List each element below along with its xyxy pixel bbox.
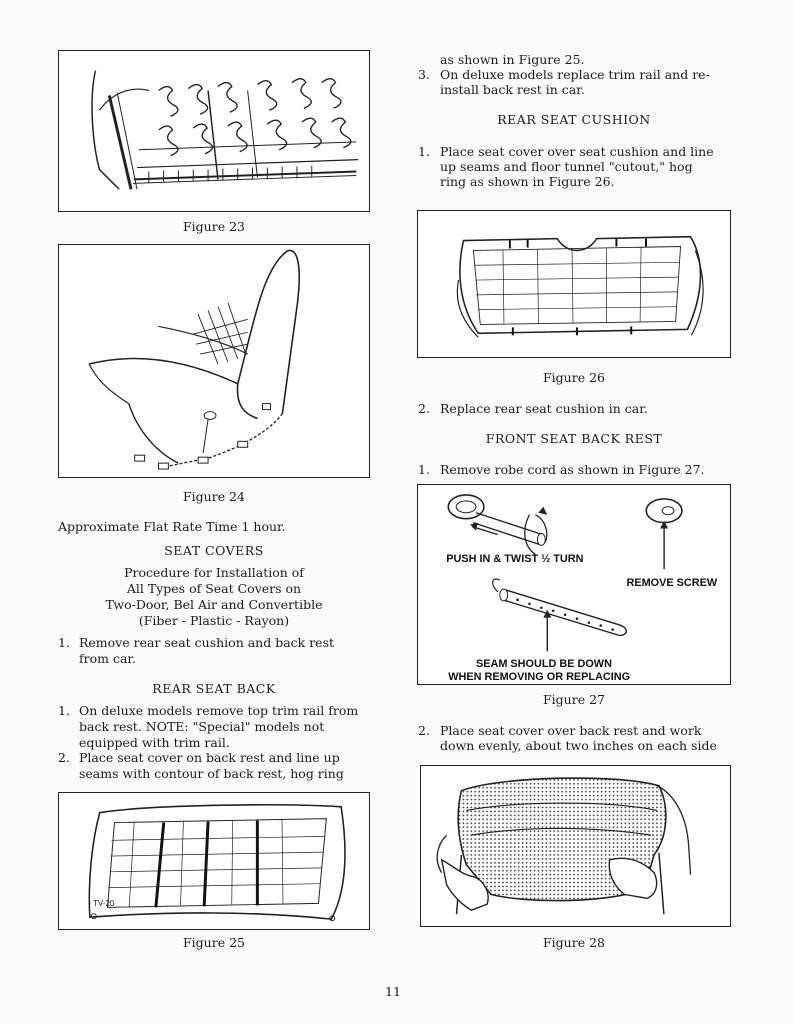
fig27-remove-text: REMOVE SCREW	[626, 577, 717, 589]
rear-seat-cushion-heading: REAR SEAT CUSHION	[497, 112, 651, 127]
step-3-line-1: On deluxe models replace trim rail and r…	[440, 67, 710, 82]
step-3-number: 3.	[418, 67, 430, 82]
fsb-1-number: 1.	[418, 462, 430, 477]
figure-25-caption: Figure 25	[183, 935, 245, 950]
rsb-1-line-3: equipped with trim rail.	[79, 735, 230, 750]
rsb-2-number: 2.	[58, 750, 70, 765]
rsc-1-line-1: Place seat cover over seat cushion and l…	[440, 144, 714, 159]
rsc-2-number: 2.	[418, 401, 430, 416]
rsc-1-number: 1.	[418, 144, 430, 159]
figure-23-caption: Figure 23	[183, 219, 245, 234]
seat-covers-heading: SEAT COVERS	[164, 543, 264, 558]
figure-28-image	[420, 765, 731, 927]
procedure-line-4: (Fiber - Plastic - Rayon)	[138, 613, 290, 628]
figure-27-image: PUSH IN & TWIST ½ TURN REMOVE SCREW SEAM…	[417, 484, 731, 685]
step-1-line-1: Remove rear seat cushion and back rest	[79, 635, 335, 650]
rsc-2-line: Replace rear seat cushion in car.	[440, 401, 648, 416]
figure-25-label: TV-20	[93, 899, 115, 908]
figure-28-caption: Figure 28	[543, 935, 605, 950]
fsb-2-number: 2.	[418, 723, 430, 738]
continued-line: as shown in Figure 25.	[440, 52, 585, 67]
step-1-number: 1.	[58, 635, 70, 650]
rsb-2-line-1: Place seat cover on back rest and line u…	[79, 750, 340, 765]
figure-27-caption: Figure 27	[543, 692, 605, 707]
figure-24-caption: Figure 24	[183, 489, 245, 504]
step-1-line-2: from car.	[79, 651, 136, 666]
rsb-1-line-1: On deluxe models remove top trim rail fr…	[79, 703, 359, 718]
fig27-seam-text-2: WHEN REMOVING OR REPLACING	[448, 671, 630, 683]
fig27-seam-text-1: SEAM SHOULD BE DOWN	[476, 658, 612, 670]
rsb-1-number: 1.	[58, 703, 70, 718]
rsb-2-line-2: seams with contour of back rest, hog rin…	[79, 766, 344, 781]
procedure-line-3: Two-Door, Bel Air and Convertible	[105, 597, 323, 612]
figure-26-caption: Figure 26	[543, 370, 605, 385]
front-seat-back-heading: FRONT SEAT BACK REST	[485, 431, 663, 446]
rear-seat-back-heading: REAR SEAT BACK	[152, 681, 276, 696]
procedure-line-1: Procedure for Installation of	[124, 565, 304, 580]
fsb-1-line: Remove robe cord as shown in Figure 27.	[440, 462, 705, 477]
figure-24-image	[58, 244, 370, 478]
figure-26-image	[417, 210, 731, 358]
figure-23-image	[58, 50, 370, 212]
page-number: 11	[385, 984, 401, 999]
step-3-line-2: install back rest in car.	[440, 82, 585, 97]
rsb-1-line-2: back rest. NOTE: "Special" models not	[79, 719, 325, 734]
rsc-1-line-3: ring as shown in Figure 26.	[440, 174, 615, 189]
fig27-push-text: PUSH IN & TWIST ½ TURN	[446, 553, 583, 565]
fsb-2-line-2: down evenly, about two inches on each si…	[440, 738, 717, 753]
fsb-2-line-1: Place seat cover over back rest and work	[440, 723, 702, 738]
figure-25-image: TV-20	[58, 792, 370, 930]
flat-rate-time: Approximate Flat Rate Time 1 hour.	[58, 519, 286, 534]
rsc-1-line-2: up seams and floor tunnel "cutout," hog	[440, 159, 693, 174]
procedure-line-2: All Types of Seat Covers on	[126, 581, 302, 596]
